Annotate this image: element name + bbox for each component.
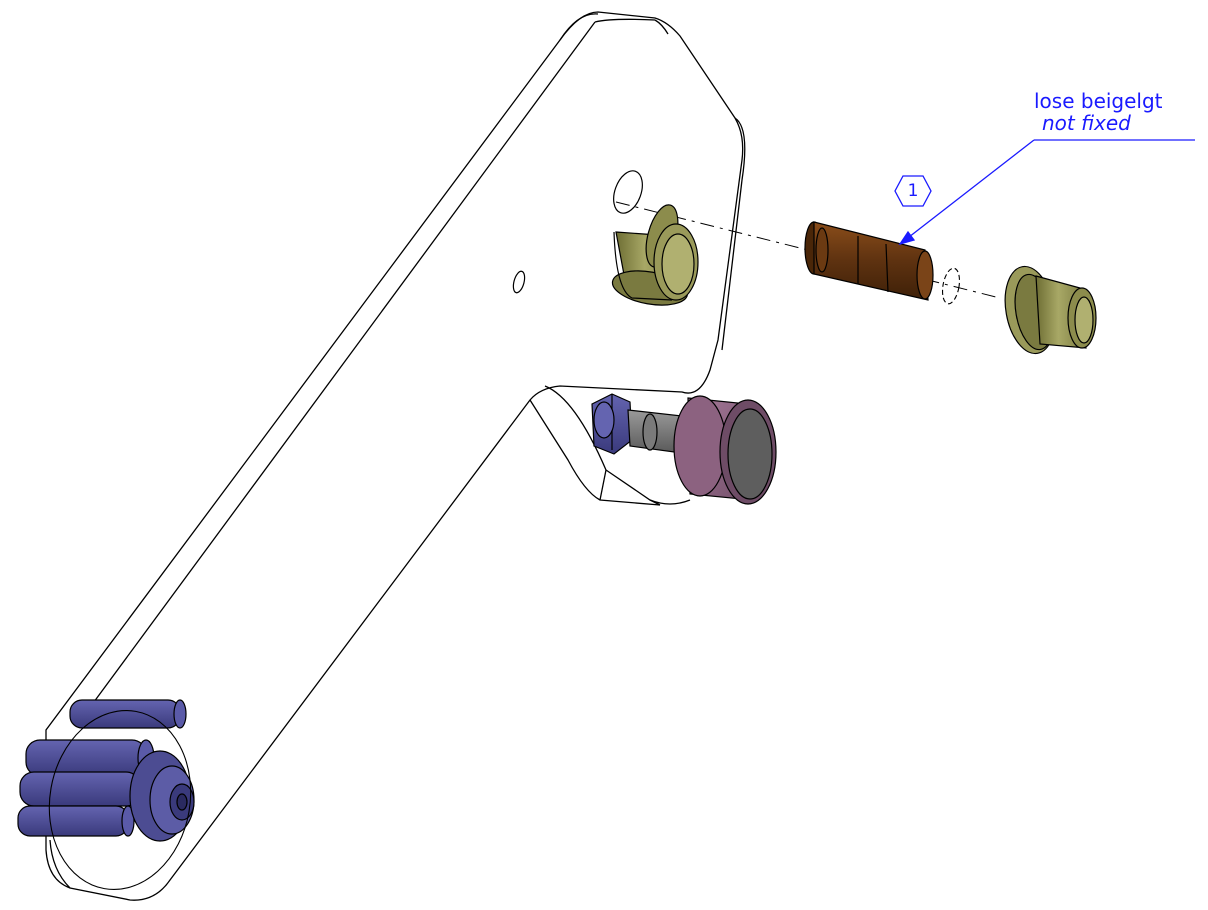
plate-hole-small [512, 270, 526, 294]
bushing-flanged-right [1004, 265, 1097, 355]
hexagon-balloon-icon [894, 175, 932, 207]
hex-nut [591, 393, 633, 455]
axis-centerline [615, 201, 1001, 299]
bushing-left [611, 204, 699, 306]
lower-pin-stack [17, 699, 195, 842]
retaining-ring [941, 267, 961, 305]
pin-part-1 [804, 221, 934, 301]
cam-roller [673, 395, 777, 505]
annotation-text-english: not fixed [1042, 111, 1131, 135]
annotation-leader [898, 139, 1195, 246]
balloon-number: 1 [907, 181, 919, 201]
annotation-text-german: lose beigelgt [1034, 89, 1163, 113]
lower-hole-outline [48, 709, 192, 891]
lever-plate [45, 11, 746, 901]
plate-hole-large [613, 170, 643, 214]
